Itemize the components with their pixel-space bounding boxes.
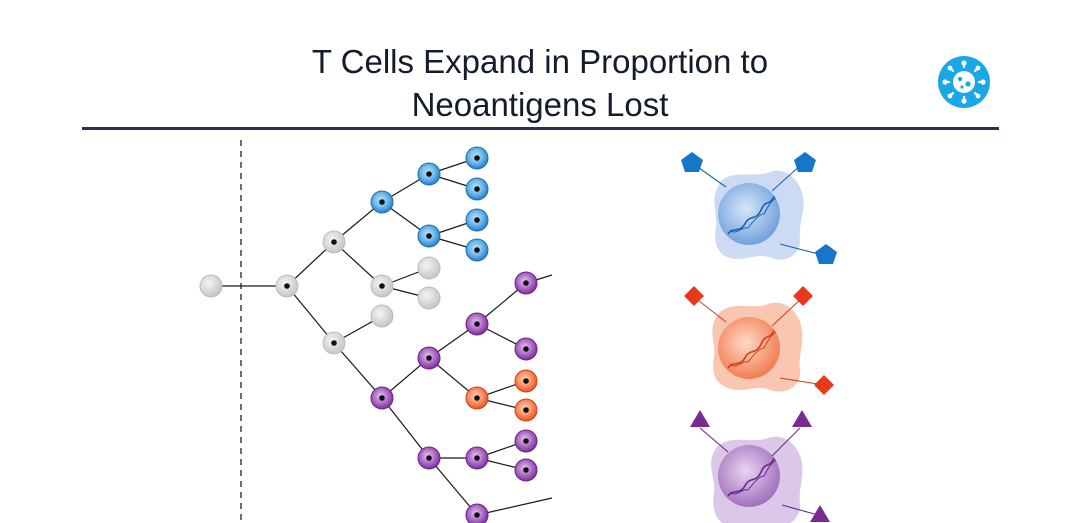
purple-cell-node: [514, 429, 538, 453]
orange-tumor-cell: [684, 286, 834, 395]
orange-cell-node: [514, 369, 538, 393]
diamond-antigen-icon: [814, 375, 834, 395]
purple-cell-node: [514, 271, 538, 295]
title-underline: [82, 127, 999, 130]
purple-cell-node: [465, 446, 489, 470]
purple-cell-node: [465, 312, 489, 336]
triangle-antigen-icon: [690, 410, 710, 427]
nucleus: [718, 183, 780, 245]
nucleus: [718, 317, 780, 379]
blue-cell-node: [465, 238, 489, 262]
purple-cell-node: [514, 337, 538, 361]
blue-cell-node: [417, 162, 441, 186]
blue-cell-node: [417, 224, 441, 248]
dna-helix-icon: [727, 195, 775, 235]
lineage-tree-nodes: [199, 146, 538, 523]
title-line-1: T Cells Expand in Proportion to: [311, 43, 769, 80]
slide-title: T Cells Expand in Proportion to Neoantig…: [190, 40, 890, 126]
purple-cell-node: [417, 346, 441, 370]
triangle-antigen-icon: [792, 410, 812, 427]
blue-tumor-cell: [681, 152, 837, 264]
orange-cell-node: [465, 386, 489, 410]
blue-cell-node: [465, 177, 489, 201]
orange-cell-node: [514, 398, 538, 422]
blue-cell-node: [370, 190, 394, 214]
virus-logo-icon: [938, 56, 990, 108]
root-cell-node: [199, 274, 223, 298]
gray-cell-node: [322, 331, 346, 355]
blue-cell-node: [465, 146, 489, 170]
pentagon-antigen-icon: [815, 244, 837, 264]
gray-cell-node: [417, 256, 441, 280]
purple-cell-node: [465, 503, 489, 523]
diamond-antigen-icon: [793, 286, 813, 306]
pentagon-antigen-icon: [681, 152, 703, 172]
dna-helix-icon: [727, 457, 775, 497]
dna-helix-icon: [727, 329, 775, 369]
nucleus: [718, 445, 780, 507]
purple-cell-node: [370, 386, 394, 410]
gray-cell-node: [322, 230, 346, 254]
triangle-antigen-icon: [810, 505, 830, 522]
title-line-2: Neoantigens Lost: [411, 86, 669, 123]
gray-cell-node: [370, 304, 394, 328]
gray-cell-node: [417, 286, 441, 310]
purple-cell-node: [514, 458, 538, 482]
gray-cell-node: [370, 274, 394, 298]
gray-cell-node: [275, 274, 299, 298]
blue-cell-node: [465, 208, 489, 232]
purple-cell-node: [417, 446, 441, 470]
purple-tumor-cell: [690, 410, 830, 523]
pentagon-antigen-icon: [794, 152, 816, 172]
diamond-antigen-icon: [684, 286, 704, 306]
